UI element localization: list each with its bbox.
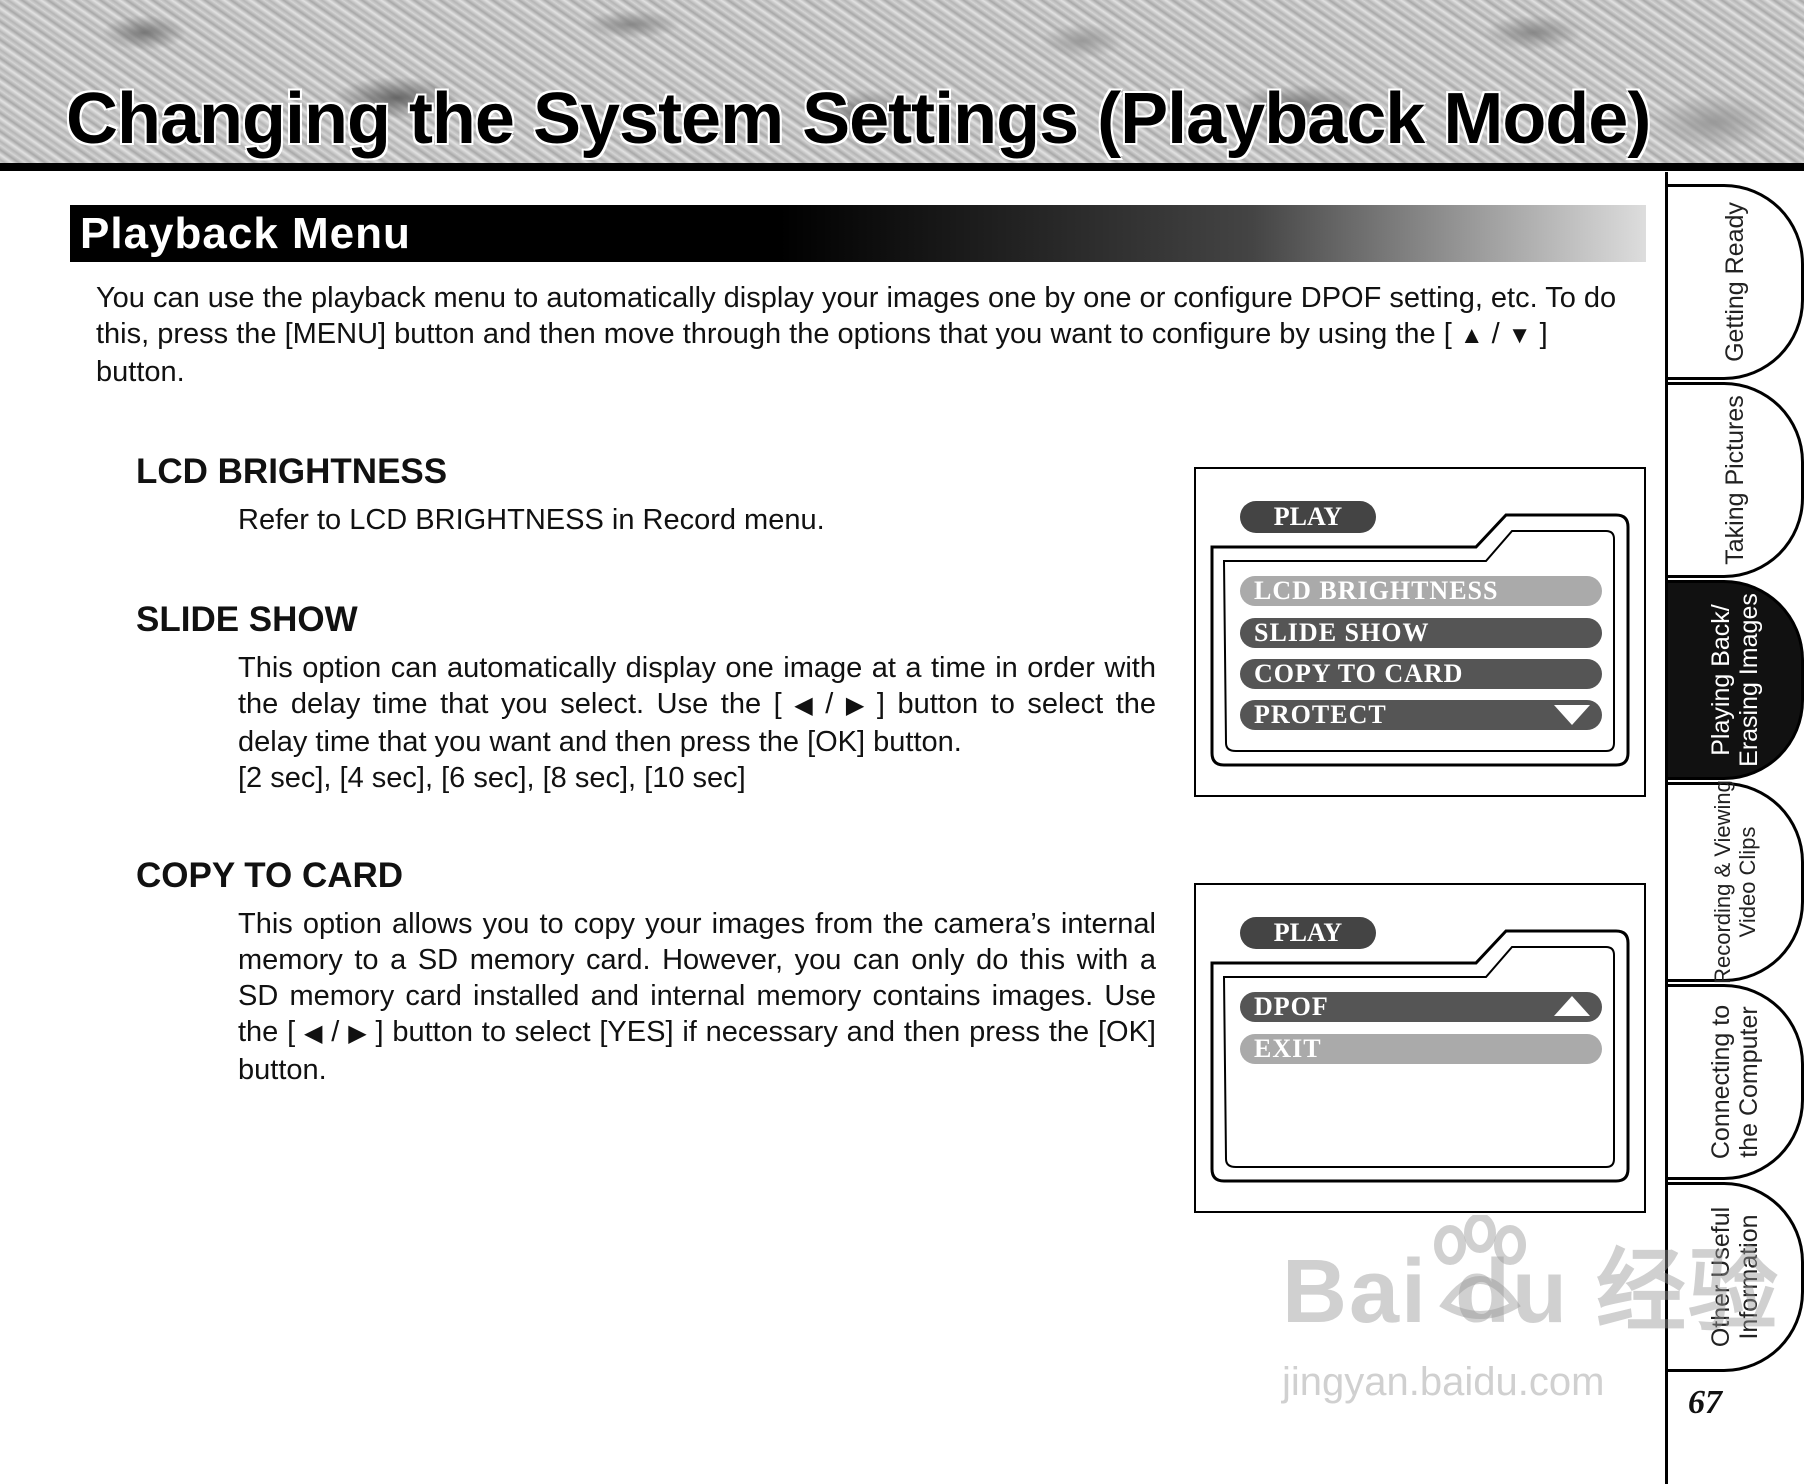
tab-label: Getting Ready [1720,202,1749,362]
screen-frame-outline [1210,929,1630,1183]
left-arrow-icon: ◀ [304,1020,323,1047]
left-arrow-icon: ◀ [794,692,813,719]
tab-label-line-2: Erasing Images [1734,593,1763,767]
section-bar: Playback Menu [70,205,1646,262]
camera-screen-1: PLAY LCD BRIGHTNESS SLIDE SHOW COPY TO C… [1194,467,1646,797]
right-arrow-icon: ▶ [845,692,865,719]
paw-icon [1434,1215,1526,1319]
intro-text: You can use the playback menu to automat… [96,282,1617,350]
scroll-up-icon [1554,996,1590,1016]
down-arrow-icon: ▼ [1507,322,1532,349]
tab-label: Taking Pictures [1720,395,1749,565]
up-arrow-icon: ▲ [1459,322,1484,349]
tab-taking-pictures[interactable]: Taking Pictures [1668,382,1804,578]
play-tag: PLAY [1240,501,1376,533]
screen-frame-outline [1210,513,1630,767]
menu-item-dpof-label: DPOF [1254,992,1329,1021]
tab-label-line-2: Video Clips [1734,826,1760,938]
intro-paragraph: You can use the playback menu to automat… [96,280,1644,390]
item-body-lcd-brightness: Refer to LCD BRIGHTNESS in Record menu. [238,504,825,536]
tab-label-line-1: Playing Back/ [1706,604,1735,756]
menu-item-dpof: DPOF [1240,992,1602,1022]
copy-to-card-text: This option allows you to copy your imag… [238,908,1156,1048]
camera-screen-2: PLAY DPOF EXIT [1194,883,1646,1213]
menu-item-protect: PROTECT [1240,700,1602,730]
menu-item-lcd-brightness: LCD BRIGHTNESS [1240,576,1602,606]
intro-text-end: ] button. [96,318,1548,388]
play-tag: PLAY [1240,917,1376,949]
header-rule [0,163,1804,171]
intro-sep: / [1483,318,1508,350]
scroll-down-icon [1554,705,1590,725]
tab-label: Playing Back/Erasing Images [1707,593,1763,767]
item-body-copy-to-card: This option allows you to copy your imag… [238,906,1156,1088]
watermark: Bai du 经验 [1282,1242,1781,1342]
menu-item-slide-show: SLIDE SHOW [1240,618,1602,648]
watermark-url: jingyan.baidu.com [1282,1360,1605,1404]
slide-show-text: This option can automatically display on… [238,652,1156,720]
side-rule [1665,172,1668,1484]
tab-label-line-1: Recording & Viewing [1709,780,1735,984]
tab-playing-back[interactable]: Playing Back/Erasing Images [1668,580,1804,780]
tab-label-line-2: the Computer [1734,1006,1763,1158]
item-body-slide-show: This option can automatically display on… [238,650,1156,796]
header-texture [0,0,1804,163]
slide-show-text-end: ] button to select the delay time that y… [238,688,1157,758]
slide-show-options: [2 sec], [4 sec], [6 sec], [8 sec], [10 … [238,762,746,794]
slide-show-sep: / [812,688,846,720]
menu-item-copy-to-card: COPY TO CARD [1240,659,1602,689]
section-title: Playback Menu [80,209,411,258]
copy-to-card-sep: / [322,1016,349,1048]
item-title-copy-to-card: COPY TO CARD [136,856,404,895]
tab-label-line-1: Connecting to [1706,1004,1735,1160]
copy-to-card-text-end: ] button to select [YES] if necessary an… [238,1016,1156,1086]
tab-getting-ready[interactable]: Getting Ready [1668,184,1804,380]
page-title: Changing the System Settings (Playback M… [66,79,1651,159]
item-title-lcd-brightness: LCD BRIGHTNESS [136,452,448,491]
menu-item-protect-label: PROTECT [1254,700,1387,729]
right-arrow-icon: ▶ [348,1020,367,1047]
item-title-slide-show: SLIDE SHOW [136,600,358,639]
menu-item-exit: EXIT [1240,1034,1602,1064]
page-number: 67 [1688,1384,1722,1421]
